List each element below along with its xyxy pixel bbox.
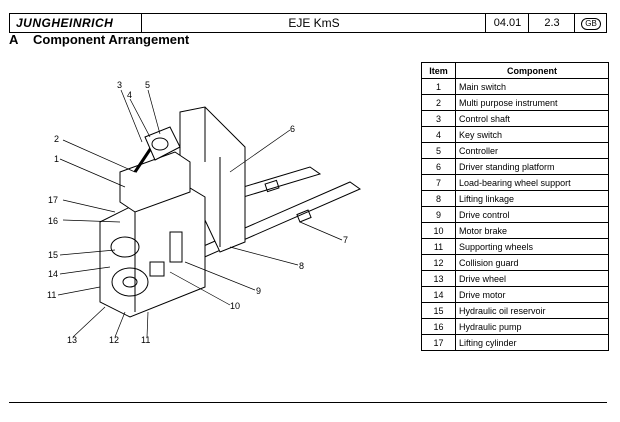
callout-17: 17 (48, 195, 58, 205)
callout-15: 15 (48, 250, 58, 260)
row-component-name: Driver standing platform (455, 158, 609, 175)
callout-1: 1 (54, 154, 59, 164)
language-cell: GB (574, 14, 607, 32)
row-component-name: Controller (455, 142, 609, 159)
row-item-number: 11 (421, 238, 456, 255)
section-heading: A Component Arrangement (9, 32, 189, 47)
row-item-number: 14 (421, 286, 456, 303)
row-component-name: Motor brake (455, 222, 609, 239)
callout-11-left: 11 (47, 290, 56, 300)
truck-body (99, 151, 206, 318)
callout-9: 9 (256, 286, 261, 296)
row-item-number: 2 (421, 94, 456, 111)
row-component-name: Lifting cylinder (455, 334, 609, 351)
model-title: EJE KmS (141, 14, 486, 32)
row-component-name: Multi purpose instrument (455, 94, 609, 111)
row-component-name: Drive wheel (455, 270, 609, 287)
callout-5: 5 (145, 80, 150, 90)
callout-13: 13 (67, 335, 77, 345)
language-badge: GB (581, 18, 601, 30)
callout-4: 4 (127, 90, 132, 100)
callout-3: 3 (117, 80, 122, 90)
row-item-number: 6 (421, 158, 456, 175)
header-component: Component (455, 62, 609, 79)
callout-labels: 1 2 3 4 5 6 7 8 9 10 11 11 12 13 14 15 1… (47, 80, 348, 345)
callout-12: 12 (109, 335, 119, 345)
row-item-number: 5 (421, 142, 456, 159)
row-component-name: Key switch (455, 126, 609, 143)
row-item-number: 1 (421, 78, 456, 95)
callout-8: 8 (299, 261, 304, 271)
row-component-name: Drive motor (455, 286, 609, 303)
truck-drawing: 1 2 3 4 5 6 7 8 9 10 11 11 12 13 14 15 1… (47, 80, 362, 345)
row-component-name: Main switch (455, 78, 609, 95)
callout-2: 2 (54, 134, 59, 144)
callout-16: 16 (48, 216, 58, 226)
row-item-number: 12 (421, 254, 456, 271)
row-component-name: Control shaft (455, 110, 609, 127)
callout-7: 7 (343, 235, 348, 245)
row-item-number: 8 (421, 190, 456, 207)
row-item-number: 3 (421, 110, 456, 127)
callout-11-bottom: 11 (141, 335, 150, 345)
issue-date: 04.01 (485, 14, 529, 32)
row-item-number: 10 (421, 222, 456, 239)
table-header-row: Item Component (421, 62, 609, 79)
row-item-number: 17 (421, 334, 456, 351)
row-component-name: Lifting linkage (455, 190, 609, 207)
row-item-number: 9 (421, 206, 456, 223)
row-item-number: 4 (421, 126, 456, 143)
row-component-name: Supporting wheels (455, 238, 609, 255)
callout-6: 6 (290, 124, 295, 134)
section-title: Component Arrangement (33, 32, 190, 47)
callout-14: 14 (48, 269, 58, 279)
header-item: Item (421, 62, 456, 79)
callout-10: 10 (230, 301, 240, 311)
tiller-arm (133, 126, 181, 173)
footer-rule (9, 402, 607, 403)
callout-lines (57, 89, 343, 338)
row-item-number: 15 (421, 302, 456, 319)
row-component-name: Load-bearing wheel support (455, 174, 609, 191)
section-letter: A (9, 32, 19, 47)
brand-logo: JUNGHEINRICH (16, 16, 114, 30)
row-component-name: Collision guard (455, 254, 609, 271)
page-number: 2.3 (528, 14, 575, 32)
row-item-number: 13 (421, 270, 456, 287)
document-header: JUNGHEINRICH EJE KmS 04.01 2.3 GB (9, 13, 607, 33)
row-item-number: 7 (421, 174, 456, 191)
row-component-name: Hydraulic pump (455, 318, 609, 335)
row-item-number: 16 (421, 318, 456, 335)
row-component-name: Hydraulic oil reservoir (455, 302, 609, 319)
row-component-name: Drive control (455, 206, 609, 223)
